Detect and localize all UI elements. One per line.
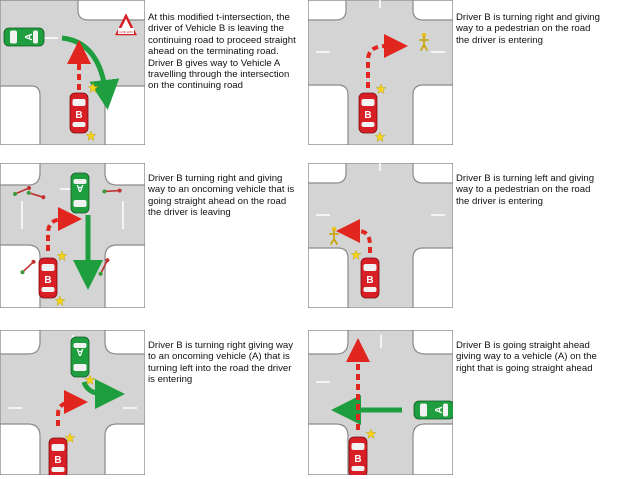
panel-5-caption: Driver B is turning right giving way to …: [148, 340, 294, 386]
give-way-sign-icon: GIVE WAY: [114, 13, 138, 36]
vehicle-a-path-arrow: [61, 35, 120, 110]
vehicle-b-car-icon: [48, 437, 68, 475]
vehicle-a-car-icon: [70, 336, 90, 378]
intersection-diagram-1: GIVE WAY: [0, 0, 145, 145]
intersection-diagram-6: [308, 330, 453, 475]
panel-1: GIVE WAY At this modified t-intersection…: [0, 0, 300, 148]
panel-3: Driver B turning right and giving way to…: [0, 163, 300, 311]
vehicle-b-path-arrow: [56, 390, 88, 426]
intersection-diagram-5: [0, 330, 145, 475]
vehicle-a-car-icon: [70, 172, 90, 214]
intersection-diagram-4: [308, 163, 453, 308]
panel-4-caption: Driver B is turning left and giving way …: [456, 173, 595, 207]
panel-6: Driver B is going straight ahead giving …: [308, 330, 608, 478]
panel-3-caption: Driver B turning right and giving way to…: [148, 173, 295, 219]
panel-4: Driver B is turning left and giving way …: [308, 163, 608, 311]
give-way-sign-label: GIVE WAY: [119, 30, 134, 34]
vehicle-b-path-arrow: [46, 207, 82, 251]
vehicle-a-car-icon: [3, 27, 45, 47]
panel-5: Driver B is turning right giving way to …: [0, 330, 300, 478]
panel-6-caption: Driver B is going straight ahead giving …: [456, 340, 597, 374]
vehicle-b-car-icon: [38, 257, 58, 299]
panel-2: Driver B is turning right and giving way…: [308, 0, 608, 148]
vehicle-b-car-icon: [360, 257, 380, 299]
vehicle-b-car-icon: [358, 92, 378, 134]
vehicle-b-car-icon: [348, 436, 368, 475]
intersection-diagram-3: [0, 163, 145, 308]
vehicle-b-car-icon: [69, 92, 89, 134]
vehicle-a-car-icon: [413, 400, 453, 420]
panel-2-caption: Driver B is turning right and giving way…: [456, 12, 600, 46]
vehicle-a-path-arrow: [81, 379, 125, 409]
intersection-diagram-2: [308, 0, 453, 145]
vehicle-b-path-arrow: [366, 34, 408, 88]
panel-1-caption: At this modified t-intersection, the dri…: [148, 12, 296, 92]
